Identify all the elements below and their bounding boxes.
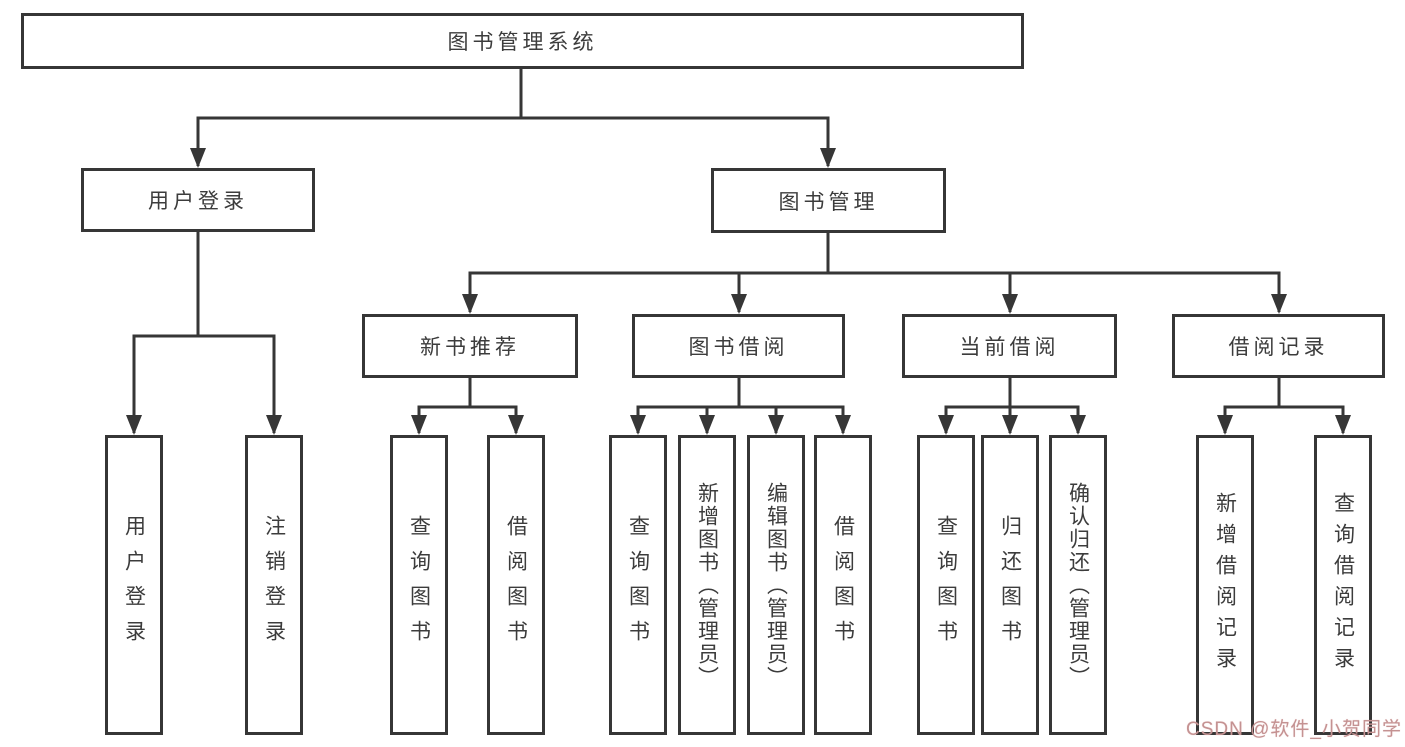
node-new-book-recommend-label: 新书推荐 <box>420 336 520 359</box>
leaf-user-login: 用户登录 <box>105 435 163 735</box>
node-root-label: 图书管理系统 <box>447 31 598 54</box>
leaf-borrow-book-1-label: 借阅图书 <box>504 515 528 655</box>
node-user-login-label: 用户登录 <box>148 190 248 213</box>
node-borrow-record-label: 借阅记录 <box>1228 336 1329 359</box>
arrow-g4a-icon <box>938 415 954 435</box>
node-book-management: 图书管理 <box>711 168 946 233</box>
arrow-g5a-icon <box>1217 415 1233 435</box>
node-current-borrow: 当前借阅 <box>902 314 1117 378</box>
leaf-return-book-label: 归还图书 <box>998 515 1022 655</box>
leaf-query-book-3-label: 查询图书 <box>934 515 958 655</box>
leaf-edit-book-admin-label: 编辑图书（管理员） <box>764 481 788 689</box>
leaf-add-book-admin: 新增图书（管理员） <box>678 435 736 735</box>
node-new-book-recommend: 新书推荐 <box>362 314 578 378</box>
arrow-new-book-icon <box>462 294 478 314</box>
arrow-g3c-icon <box>768 415 784 435</box>
leaf-confirm-return-admin-label: 确认归还（管理员） <box>1066 481 1090 689</box>
leaf-add-borrow-record-label: 新增借阅记录 <box>1213 492 1237 678</box>
arrow-g4b-icon <box>1002 415 1018 435</box>
arrow-g3a-icon <box>630 415 646 435</box>
node-book-borrow: 图书借阅 <box>632 314 845 378</box>
leaf-query-book-3: 查询图书 <box>917 435 975 735</box>
node-current-borrow-label: 当前借阅 <box>959 336 1060 359</box>
arrow-g3d-icon <box>835 415 851 435</box>
arrow-g2b-icon <box>508 415 524 435</box>
csdn-watermark: CSDN @软件_小贺同学 <box>1186 719 1402 740</box>
arrow-g5b-icon <box>1335 415 1351 435</box>
leaf-return-book: 归还图书 <box>981 435 1039 735</box>
arrow-g1a-icon <box>126 415 142 435</box>
leaf-user-login-label: 用户登录 <box>122 515 146 655</box>
arrow-book-borrow-icon <box>731 294 747 314</box>
leaf-add-book-admin-label: 新增图书（管理员） <box>695 481 719 689</box>
node-root: 图书管理系统 <box>21 13 1024 69</box>
arrow-g4c-icon <box>1070 415 1086 435</box>
leaf-borrow-book-2-label: 借阅图书 <box>831 515 855 655</box>
arrow-borrow-record-icon <box>1271 294 1287 314</box>
arrow-user-login-icon <box>190 148 206 168</box>
leaf-query-borrow-record: 查询借阅记录 <box>1314 435 1372 735</box>
leaf-query-book-2-label: 查询图书 <box>626 515 650 655</box>
leaf-query-book-1-label: 查询图书 <box>407 515 431 655</box>
leaf-borrow-book-1: 借阅图书 <box>487 435 545 735</box>
arrow-current-borrow-icon <box>1002 294 1018 314</box>
leaf-confirm-return-admin: 确认归还（管理员） <box>1049 435 1107 735</box>
node-book-borrow-label: 图书借阅 <box>688 336 789 359</box>
leaf-query-book-2: 查询图书 <box>609 435 667 735</box>
arrow-book-mgmt-icon <box>820 148 836 168</box>
leaf-borrow-book-2: 借阅图书 <box>814 435 872 735</box>
leaf-logout: 注销登录 <box>245 435 303 735</box>
arrow-g3b-icon <box>699 415 715 435</box>
leaf-add-borrow-record: 新增借阅记录 <box>1196 435 1254 735</box>
node-book-management-label: 图书管理 <box>778 190 879 214</box>
leaf-logout-label: 注销登录 <box>262 515 286 655</box>
leaf-edit-book-admin: 编辑图书（管理员） <box>747 435 805 735</box>
node-borrow-record: 借阅记录 <box>1172 314 1385 378</box>
leaf-query-borrow-record-label: 查询借阅记录 <box>1331 492 1355 678</box>
leaf-query-book-1: 查询图书 <box>390 435 448 735</box>
arrow-g1b-icon <box>266 415 282 435</box>
node-user-login: 用户登录 <box>81 168 315 232</box>
arrow-g2a-icon <box>411 415 427 435</box>
